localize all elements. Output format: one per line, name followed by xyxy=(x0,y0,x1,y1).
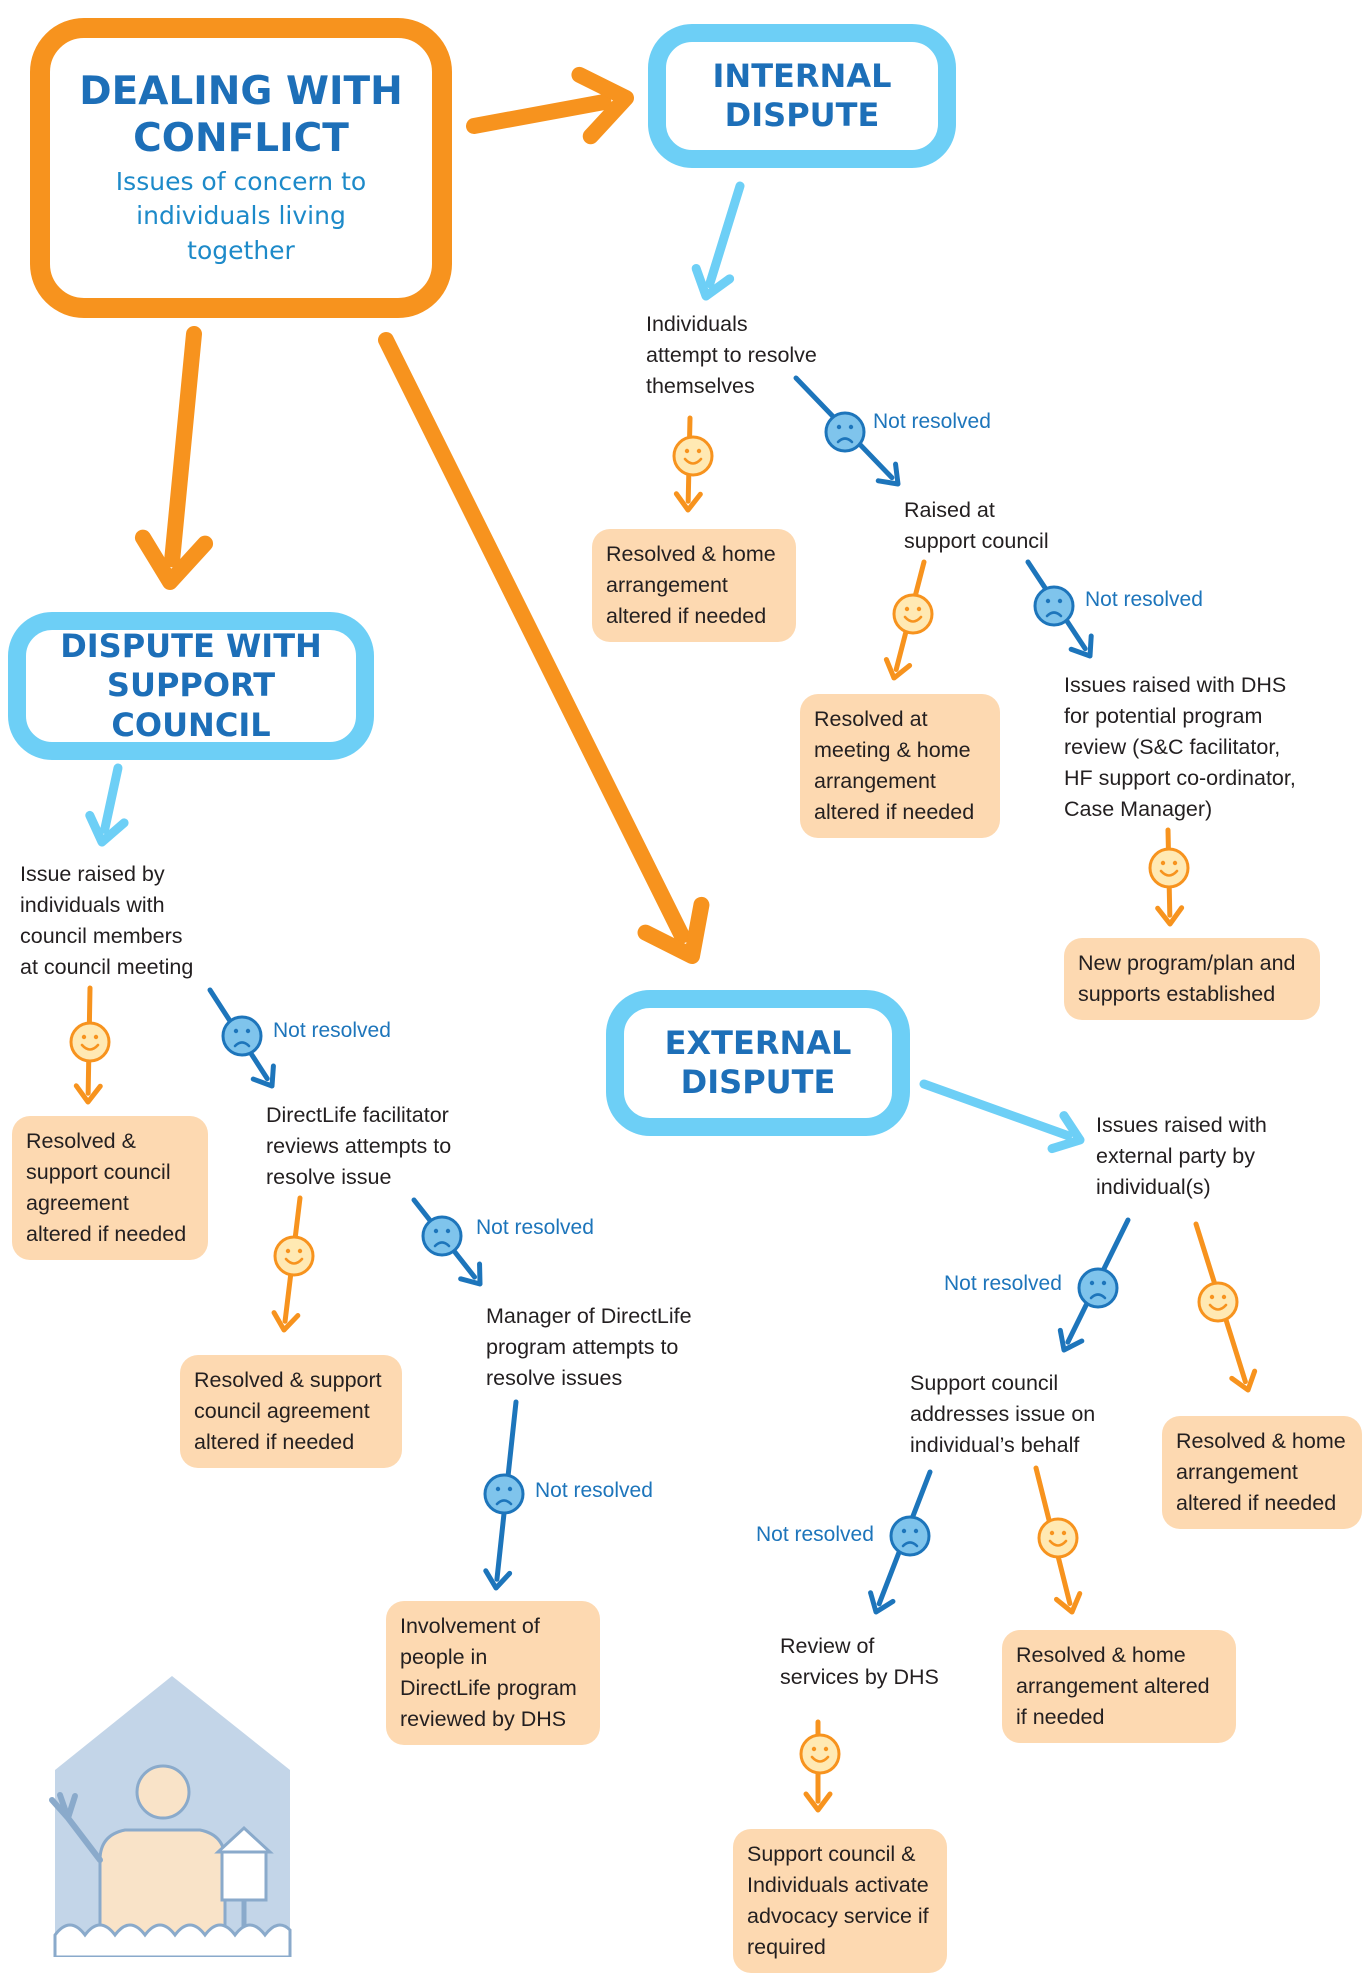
smiley-face-icon xyxy=(1197,1281,1239,1323)
external-step-1: Issues raised with external party by ind… xyxy=(1096,1113,1267,1199)
sad-face-icon xyxy=(221,1015,263,1057)
sad-face-icon xyxy=(889,1515,931,1557)
support-result-1: Resolved & support council agreement alt… xyxy=(12,1116,208,1260)
internal-step-3: Issues raised with DHS for potential pro… xyxy=(1064,673,1296,821)
internal-down-arrow xyxy=(691,181,745,301)
external-step-2: Support council addresses issue on indiv… xyxy=(910,1371,1096,1457)
external-result-1: Resolved & home arrangement altered if n… xyxy=(1162,1416,1362,1529)
support-result-2: Resolved & support council agreement alt… xyxy=(180,1355,402,1468)
external-result-2: Resolved & home arrangement altered if n… xyxy=(1002,1630,1236,1743)
internal-step-2: Raised at support council xyxy=(904,498,1049,553)
smiley-face-icon xyxy=(273,1235,315,1277)
external-right-arrow xyxy=(919,1079,1085,1154)
sad-face-icon xyxy=(483,1473,525,1515)
person-waving-house-illustration xyxy=(49,1676,292,1957)
support-step-2: DirectLife facilitator reviews attempts … xyxy=(266,1103,452,1189)
internal-dispute-title: INTERNAL DISPUTE xyxy=(712,56,892,134)
external-result-3: Support council & Individuals activate a… xyxy=(733,1829,947,1973)
external-not-resolved-1: Not resolved xyxy=(944,1272,1062,1295)
sad-face-icon xyxy=(1077,1267,1119,1309)
internal-dispute-box: INTERNAL DISPUTE xyxy=(648,24,956,168)
support-step-3: Manager of DirectLife program attempts t… xyxy=(486,1304,692,1390)
external-dispute-box: EXTERNAL DISPUTE xyxy=(606,990,910,1136)
support-not-resolved-3: Not resolved xyxy=(535,1479,653,1502)
smiley-face-icon xyxy=(799,1733,841,1775)
internal-result-3: New program/plan and supports establishe… xyxy=(1064,938,1320,1020)
internal-step-1: Individuals attempt to resolve themselve… xyxy=(646,312,817,398)
support-step-1: Issue raised by individuals with council… xyxy=(20,862,194,979)
main-subtitle: Issues of concern to individuals living … xyxy=(115,166,367,265)
main-heading-box: DEALING WITH CONFLICT Issues of concern … xyxy=(30,18,452,318)
main-title: DEALING WITH CONFLICT xyxy=(79,68,403,162)
smiley-face-icon xyxy=(892,593,934,635)
support-council-dispute-box: DISPUTE WITH SUPPORT COUNCIL xyxy=(8,612,374,760)
external-dispute-title: EXTERNAL DISPUTE xyxy=(664,1023,852,1101)
smiley-face-icon xyxy=(69,1021,111,1063)
sad-face-icon xyxy=(1033,585,1075,627)
main-to-external-arrow xyxy=(378,332,710,964)
internal-result-2: Resolved at meeting & home arrangement a… xyxy=(800,694,1000,838)
support-result-3: Involvement of people in DirectLife prog… xyxy=(386,1601,600,1745)
internal-not-resolved-2: Not resolved xyxy=(1085,588,1203,611)
support-not-resolved-1: Not resolved xyxy=(273,1019,391,1042)
support-down-arrow xyxy=(85,763,129,847)
main-to-support-arrow xyxy=(134,326,214,590)
sad-face-icon xyxy=(421,1215,463,1257)
external-step-3: Review of services by DHS xyxy=(780,1634,939,1689)
smiley-face-icon xyxy=(1037,1517,1079,1559)
internal-not-resolved-1: Not resolved xyxy=(873,410,991,433)
external-not-resolved-2: Not resolved xyxy=(756,1523,874,1546)
main-to-internal-arrow xyxy=(466,66,634,145)
sad-face-icon xyxy=(824,411,866,453)
support-not-resolved-2: Not resolved xyxy=(476,1216,594,1239)
support-council-dispute-title: DISPUTE WITH SUPPORT COUNCIL xyxy=(60,627,322,744)
smiley-face-icon xyxy=(672,435,714,477)
internal-result-1: Resolved & home arrangement altered if n… xyxy=(592,529,796,642)
smiley-face-icon xyxy=(1148,847,1190,889)
